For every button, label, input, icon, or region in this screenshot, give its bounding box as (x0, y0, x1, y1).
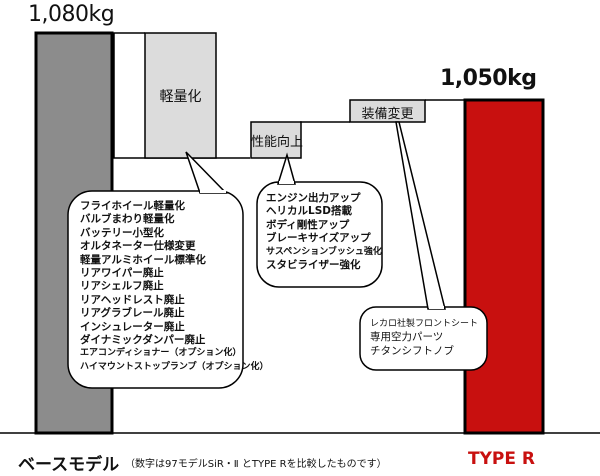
step-label-equipment: 装備変更 (361, 107, 414, 122)
equipment-items: レカロ社製フロントシート 専用空力パーツ チタンシフトノブ (370, 318, 478, 358)
callout-lightweight (67, 190, 244, 389)
list-item: ダイナミックダンパー廃止 (80, 334, 206, 347)
callout-equipment (359, 306, 488, 371)
step-box-performance (250, 121, 302, 159)
list-item: エンジン出力アップ (266, 192, 361, 204)
callout-performance (256, 181, 383, 288)
list-item: リアワイパー廃止 (80, 267, 164, 280)
list-item: サスペンションブッシュ強化 (266, 246, 382, 257)
type-r-bar (463, 98, 545, 435)
type-r-weight-label: 1,050kg (440, 66, 537, 91)
type-r-label: TYPE R (468, 449, 535, 469)
list-item: インシュレーター廃止 (80, 320, 185, 333)
list-item: リアグラブレール廃止 (80, 307, 185, 320)
list-item: バッテリー小型化 (80, 226, 164, 239)
list-item: リアヘッドレスト廃止 (80, 293, 185, 306)
step-box-equipment (349, 99, 426, 123)
step-label-performance: 性能向上 (251, 135, 304, 150)
performance-items: エンジン出力アップ ヘリカルLSD搭載 ボディ剛性アップ ブレーキサイズアップ … (266, 192, 382, 272)
list-item: リアシェルフ廃止 (80, 280, 164, 293)
base-weight-label: 1,080kg (28, 2, 115, 27)
list-item: ハイマウントストップランプ（オプション化） (80, 361, 269, 372)
comparison-note: （数字は97モデルSiR・Ⅱ とTYPE Rを比較したものです） (125, 459, 387, 470)
list-item: オルタネーター仕様変更 (80, 240, 196, 253)
step-box-lightweight (144, 32, 217, 159)
list-item: ブレーキサイズアップ (266, 232, 371, 245)
lightweight-items: フライホイール軽量化 バルブまわり軽量化 バッテリー小型化 オルタネーター仕様変… (80, 200, 269, 374)
list-item: フライホイール軽量化 (80, 200, 185, 212)
list-item: レカロ社製フロントシート (370, 319, 479, 329)
base-model-label: ベースモデル (18, 455, 120, 475)
list-item: ボディ剛性アップ (266, 218, 350, 231)
list-item: バルブまわり軽量化 (80, 213, 175, 226)
list-item: スタビライザー強化 (266, 259, 361, 272)
list-item: チタンシフトノブ (370, 344, 454, 357)
step-label-lightweight: 軽量化 (159, 89, 202, 105)
list-item: ヘリカルLSD搭載 (266, 205, 352, 218)
list-item: 軽量アルミホイール標準化 (80, 253, 206, 266)
list-item: エアコンディショナー（オプション化） (80, 348, 242, 359)
list-item: 専用空力パーツ (370, 331, 444, 344)
